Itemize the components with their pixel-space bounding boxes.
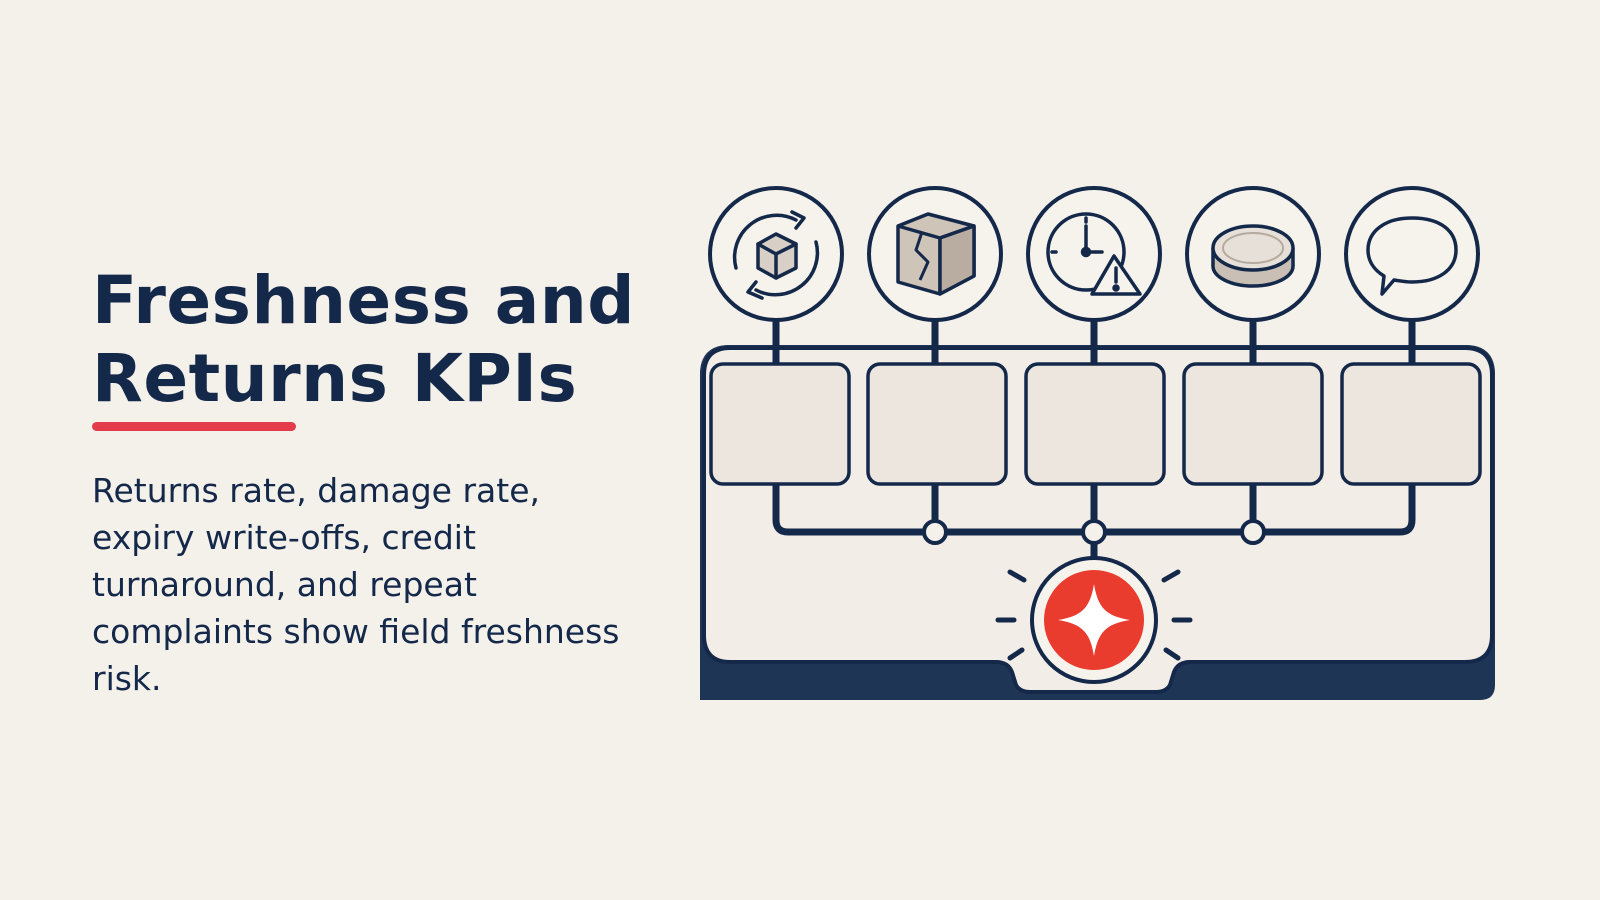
expiry-clock-warning-icon bbox=[1046, 212, 1142, 296]
title-line-2: Returns KPIs bbox=[92, 340, 578, 417]
junction-nodes bbox=[922, 519, 1266, 545]
credit-coin-icon bbox=[1211, 224, 1295, 288]
kpi-card-4 bbox=[1182, 362, 1324, 486]
kpi-card-1 bbox=[709, 362, 851, 486]
kpi-cards bbox=[709, 362, 1482, 486]
kpi-diagram bbox=[700, 186, 1495, 700]
sparkle-alert-icon bbox=[1030, 556, 1158, 684]
returns-cycle-icon bbox=[732, 210, 820, 300]
kpi-card-3 bbox=[1024, 362, 1166, 486]
damaged-box-icon bbox=[896, 212, 976, 296]
text-block: Freshness and Returns KPIs Returns rate,… bbox=[92, 262, 692, 702]
slide-title: Freshness and Returns KPIs bbox=[92, 262, 692, 418]
kpi-card-2 bbox=[866, 362, 1008, 486]
alert-rays bbox=[995, 569, 1193, 661]
slide-body: Returns rate, damage rate, expiry write-… bbox=[92, 471, 620, 698]
title-line-1: Freshness and bbox=[92, 262, 636, 339]
complaint-speech-bubble-icon bbox=[1366, 216, 1458, 296]
title-underline bbox=[92, 422, 296, 431]
kpi-card-5 bbox=[1340, 362, 1482, 486]
